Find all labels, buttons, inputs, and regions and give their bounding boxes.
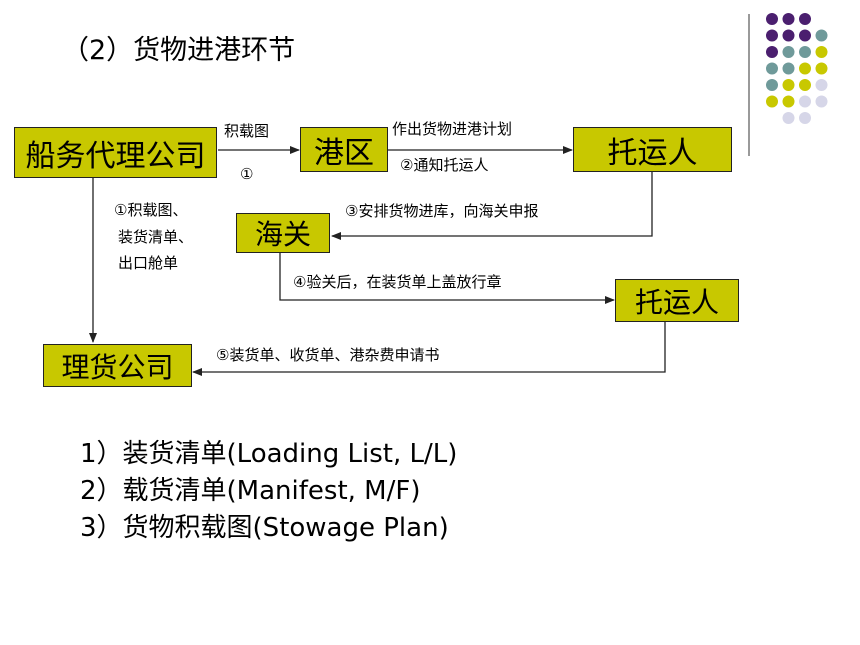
box-customs-label: 海关 [254, 218, 311, 251]
page-title: （2）货物进港环节 [62, 35, 296, 66]
decorative-divider-line [748, 14, 750, 156]
label-arrange-warehouse: ③安排货物进库，向海关申报 [345, 202, 539, 220]
decorative-dot [815, 95, 828, 108]
decorative-dot [782, 62, 795, 75]
decorative-dot [815, 29, 828, 42]
label-step-1: ① [240, 165, 254, 183]
label-make-plan: 作出货物进港计划 [392, 120, 513, 138]
document-list: 1）装货清单(Loading List, L/L) 2）载货清单(Manifes… [80, 436, 457, 547]
decorative-dot [799, 112, 811, 124]
decorative-dot [782, 112, 795, 124]
decorative-dot [815, 46, 828, 58]
box-tally-company-label: 理货公司 [61, 350, 174, 384]
box-consignor-bottom-label: 托运人 [634, 285, 719, 319]
decorative-dot [782, 79, 795, 91]
decorative-dot [766, 62, 778, 75]
list-item: 3）货物积载图(Stowage Plan) [80, 513, 449, 543]
arrow-consignor-to-customs [331, 170, 653, 240]
box-consignor-top-label: 托运人 [607, 135, 698, 171]
decorative-dot [766, 29, 778, 42]
decorative-dot [815, 79, 828, 91]
label-docs-line1: ①积载图、 [114, 201, 188, 219]
label-customs-release: ④验关后，在装货单上盖放行章 [293, 273, 502, 291]
box-shipping-agency-label: 船务代理公司 [25, 138, 206, 174]
decorative-dot [782, 95, 795, 108]
decorative-dot [799, 13, 811, 25]
arrow-consignor-to-tally [192, 321, 666, 376]
decorative-dot [799, 29, 811, 42]
decorative-dot [799, 95, 811, 108]
decorative-dot [799, 79, 811, 91]
label-docs-line3: 出口舱单 [118, 254, 179, 272]
box-customs: 海关 [236, 213, 330, 253]
list-item: 1）装货清单(Loading List, L/L) [80, 439, 458, 469]
decorative-dot [766, 13, 778, 25]
box-consignor-top: 托运人 [573, 127, 732, 172]
decorative-dot [766, 95, 778, 108]
decorative-dot [815, 62, 828, 75]
decorative-dot [799, 46, 811, 58]
decorative-dot [782, 13, 795, 25]
box-tally-company: 理货公司 [43, 344, 192, 387]
label-notify-consignor: ②通知托运人 [400, 156, 489, 174]
label-stowage-plan: 积载图 [224, 122, 270, 140]
box-port-area: 港区 [300, 127, 388, 172]
decorative-dot [766, 46, 778, 58]
decorative-dot [766, 79, 778, 91]
label-submit-docs: ⑤装货单、收货单、港杂费申请书 [216, 346, 440, 364]
arrow-customs-to-consignor [279, 252, 615, 304]
decorative-dot [782, 29, 795, 42]
box-consignor-bottom: 托运人 [615, 279, 739, 322]
list-item: 2）载货清单(Manifest, M/F) [80, 476, 421, 506]
box-shipping-agency: 船务代理公司 [14, 127, 217, 178]
decorative-dot [782, 46, 795, 58]
decorative-dot [799, 62, 811, 75]
box-port-area-label: 港区 [314, 135, 374, 171]
label-docs-line2: 装货清单、 [118, 228, 194, 246]
